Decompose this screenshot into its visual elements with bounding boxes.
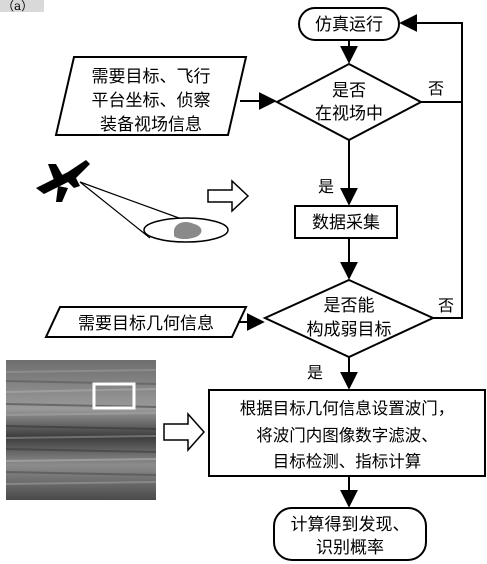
label-no-1: 否: [428, 79, 444, 98]
node-run-sim: 仿真运行: [298, 7, 400, 41]
ground-target: [174, 222, 202, 239]
node-need-coords-line-1: 需要目标、飞行: [92, 67, 211, 87]
node-need-coords: 需要目标、飞行 平台坐标、侦察 装备视场信息: [54, 56, 248, 136]
node-result-line-1: 计算得到发现、: [291, 515, 410, 535]
node-data-collect: 数据采集: [294, 205, 398, 239]
node-process: 根据目标几何信息设置波门， 将波门内图像数字滤波、 目标检测、指标计算: [208, 389, 486, 477]
node-data-collect-label: 数据采集: [312, 213, 380, 233]
decision-in-view-line-1: 是否: [332, 81, 366, 101]
node-run-sim-label: 仿真运行: [315, 15, 383, 35]
decision-weak-target-line-2: 构成弱目标: [307, 320, 392, 340]
decision-in-view-line-2: 在视场中: [315, 104, 383, 124]
node-result: 计算得到发现、 识别概率: [273, 507, 427, 561]
node-process-line-3: 目标检测、指标计算: [273, 452, 422, 471]
node-need-geom-label: 需要目标几何信息: [78, 314, 214, 334]
node-result-line-2: 识别概率: [316, 538, 384, 558]
sensor-window-box: [92, 382, 136, 410]
node-need-coords-line-2: 平台坐标、侦察: [92, 91, 211, 111]
node-process-line-1: 根据目标几何信息设置波门，: [240, 399, 455, 418]
label-no-2: 否: [438, 296, 454, 315]
corner-label: （a）: [2, 0, 33, 13]
node-need-coords-line-3: 装备视场信息: [100, 115, 202, 135]
edge-weak-no: [433, 102, 463, 319]
airplane-icon: [36, 160, 90, 202]
sensor-beam: [79, 181, 229, 243]
node-need-geom: 需要目标几何信息: [44, 306, 248, 338]
label-yes-2: 是: [307, 363, 323, 382]
edge-inview-no: [399, 14, 463, 103]
label-yes-1: 是: [318, 177, 334, 196]
corner-label-bg: [0, 0, 44, 12]
node-process-line-2: 将波门内图像数字滤波、: [256, 426, 438, 445]
connectors: [238, 14, 463, 508]
decision-in-view: 是否 在视场中: [274, 62, 424, 142]
sensor-image: [5, 360, 157, 500]
decision-weak-target-line-1: 是否能: [324, 296, 375, 316]
decision-weak-target: 是否能 构成弱目标: [262, 278, 436, 359]
hollow-arrow-icon: [207, 179, 250, 213]
hollow-arrow-icon-2: [163, 412, 206, 452]
